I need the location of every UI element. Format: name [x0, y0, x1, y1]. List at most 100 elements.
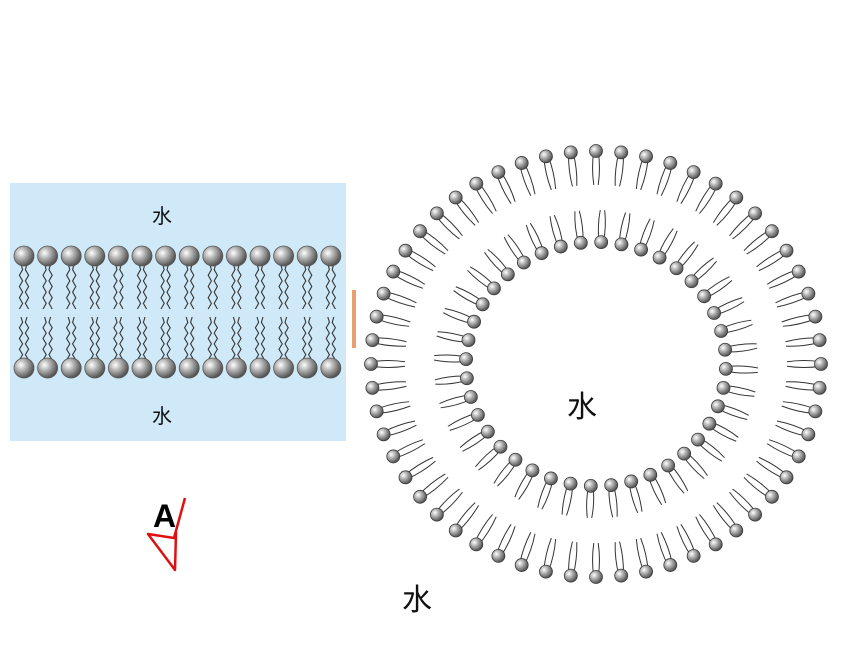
- lipid-tail: [213, 316, 219, 361]
- phospholipid-head: [707, 306, 721, 320]
- lipid-tail: [71, 316, 77, 361]
- lipid-tail: [183, 263, 189, 310]
- phospholipid-head: [364, 357, 378, 371]
- phospholipid-head: [37, 245, 58, 267]
- lipid-tail: [42, 316, 47, 361]
- water-label-outside-vesicle: 水: [402, 583, 432, 618]
- lipid-tail: [113, 316, 118, 361]
- phospholipid-head: [514, 558, 529, 572]
- lipid-tail: [254, 263, 260, 310]
- lipid-tail: [136, 263, 142, 310]
- phospholipid-head: [13, 357, 35, 379]
- phospholipid-head: [748, 507, 762, 522]
- lipid-tail: [166, 263, 171, 310]
- phospholipid-head: [539, 564, 553, 579]
- phospholipid-head: [376, 427, 391, 442]
- lipid-tail: [136, 316, 142, 361]
- phospholipid-head: [539, 149, 553, 164]
- water-label-top: 水: [152, 204, 172, 228]
- phospholipid-head: [296, 357, 318, 379]
- lipid-tail: [307, 316, 313, 361]
- phospholipid-head: [614, 145, 629, 160]
- lipid-tail: [231, 316, 236, 361]
- lipid-tail: [231, 263, 236, 310]
- answer-label: A: [153, 498, 177, 534]
- phospholipid-head: [589, 570, 603, 584]
- phospholipid-head: [677, 446, 692, 461]
- phospholipid-head: [663, 156, 678, 170]
- phospholipid-head: [765, 489, 779, 504]
- phospholipid-head: [320, 357, 342, 379]
- phospholipid-head: [155, 245, 177, 267]
- phospholipid-head: [249, 357, 271, 379]
- phospholipid-head: [544, 471, 558, 486]
- phospholipid-head: [386, 264, 401, 279]
- phospholipid-head: [84, 245, 106, 267]
- phospholipid-head: [573, 235, 588, 250]
- phospholipid-head: [801, 427, 816, 442]
- lipid-tail: [237, 263, 242, 310]
- phospholipid-head: [583, 479, 598, 493]
- phospholipid-head: [13, 245, 35, 267]
- phospholipid-head: [131, 245, 153, 267]
- lipid-tail: [48, 316, 53, 361]
- lipid-tail: [160, 263, 165, 310]
- phospholipid-head: [471, 408, 485, 422]
- phospholipid-head: [430, 507, 444, 522]
- lipid-tail: [71, 263, 77, 310]
- lipid-tail: [307, 263, 313, 310]
- phospholipid-head: [589, 144, 603, 158]
- lipid-bilayer-diagram: [13, 245, 342, 379]
- lipid-tail: [95, 263, 101, 310]
- phospholipid-head: [729, 523, 744, 538]
- phospholipid-head: [643, 467, 658, 482]
- phospholipid-head: [467, 314, 481, 329]
- phospholipid-head: [493, 439, 508, 454]
- lipid-tail: [213, 263, 219, 310]
- phospholipid-head: [108, 245, 129, 267]
- phospholipid-head: [430, 206, 444, 221]
- lipid-tail: [142, 316, 148, 361]
- phospholipid-head: [60, 357, 82, 379]
- lipid-tail: [254, 316, 260, 361]
- lipid-tail: [189, 263, 195, 310]
- phospholipid-head: [594, 235, 609, 249]
- phospholipid-head: [812, 380, 827, 395]
- phospholipid-head: [808, 404, 823, 419]
- lipid-tail: [18, 316, 24, 361]
- phospholipid-head: [691, 432, 705, 447]
- phospholipid-head: [475, 297, 490, 312]
- phospholipid-head: [178, 357, 200, 379]
- phospholipid-head: [663, 558, 678, 572]
- phospholipid-head: [697, 289, 712, 304]
- phospholipid-head: [202, 357, 224, 379]
- phospholipid-head: [684, 274, 699, 289]
- phospholipid-head: [702, 416, 717, 431]
- phospholipid-head: [225, 357, 247, 379]
- phospholipid-head: [563, 145, 578, 160]
- phospholipid-head: [516, 255, 531, 270]
- lipid-tail: [278, 316, 283, 361]
- water-label-bottom: 水: [152, 404, 172, 428]
- lipid-tail: [207, 263, 213, 310]
- phospholipid-head: [320, 245, 342, 267]
- lipid-tail: [160, 316, 165, 361]
- phospholipid-head: [491, 549, 506, 563]
- phospholipid-head: [376, 286, 391, 301]
- phospholipid-head: [525, 463, 540, 478]
- phospholipid-head: [514, 156, 529, 170]
- lipid-tail: [207, 316, 213, 361]
- check-mark-icon: [146, 497, 187, 572]
- phospholipid-head: [398, 243, 413, 258]
- phospholipid-head: [634, 242, 648, 257]
- phospholipid-head: [459, 352, 474, 367]
- phospholipid-head: [60, 245, 82, 267]
- lipid-tail: [331, 263, 337, 310]
- phospholipid-head: [480, 424, 495, 439]
- lipid-tail: [113, 263, 118, 310]
- phospholipid-head: [639, 149, 653, 164]
- phospholipid-head: [273, 245, 295, 267]
- phospholipid-head: [534, 246, 549, 261]
- phospholipid-head: [801, 286, 816, 301]
- phospholipid-head: [553, 239, 568, 254]
